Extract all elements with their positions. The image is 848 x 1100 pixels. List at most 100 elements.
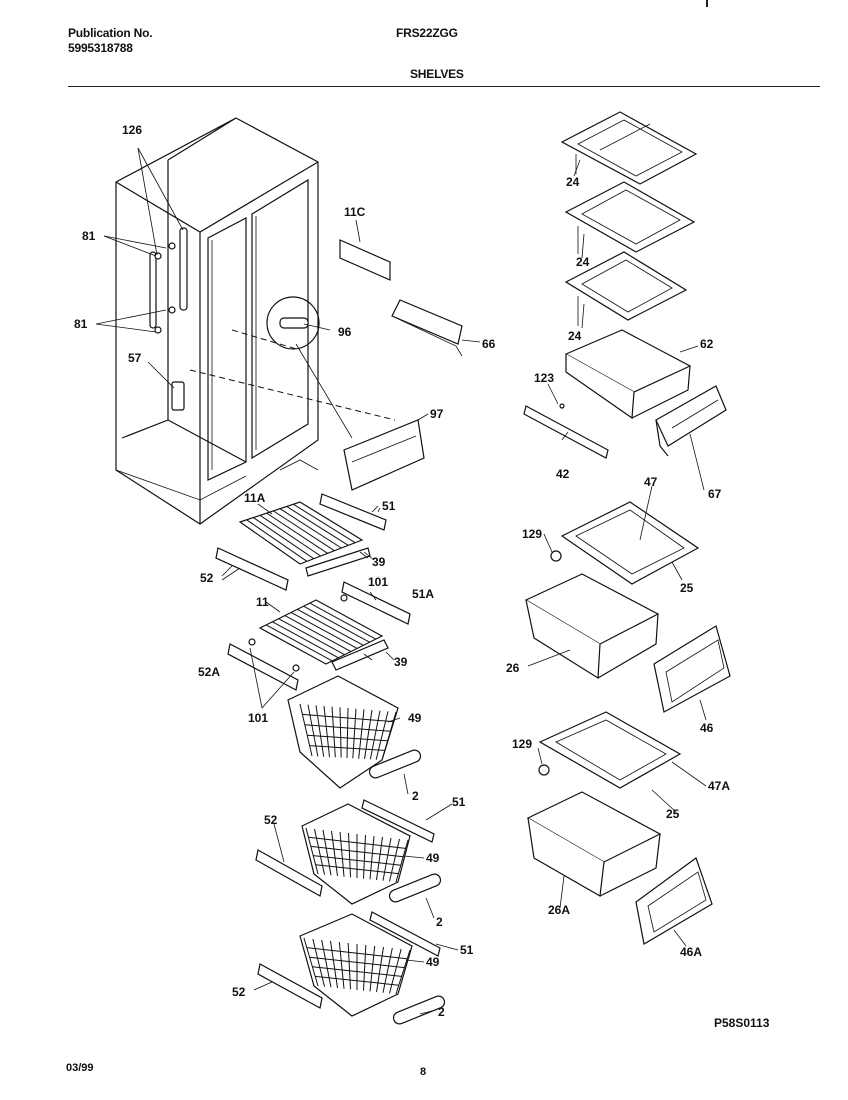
callout-81-upper: 81	[82, 229, 96, 243]
wire-line	[376, 946, 384, 993]
wire-line	[313, 855, 401, 866]
wire-line	[253, 517, 315, 560]
callout-97: 97	[430, 407, 444, 421]
callout-2-middle: 2	[436, 915, 443, 929]
wire-line	[266, 512, 328, 554]
callout-46: 46	[700, 721, 714, 735]
leader-lines-right	[527, 159, 707, 947]
wire-line	[312, 966, 402, 977]
callout-2-bottom: 2	[438, 1005, 445, 1019]
wire-line	[348, 832, 351, 878]
rail-52-top	[215, 547, 289, 591]
callout-96: 96	[338, 325, 352, 339]
callout-81-lower: 81	[74, 317, 88, 331]
callout-67: 67	[708, 487, 722, 501]
callout-52-bottom: 52	[232, 985, 246, 999]
callout-24-bottom: 24	[568, 329, 582, 343]
drawer-26	[524, 573, 660, 680]
wire-line	[307, 704, 319, 757]
publication-label: Publication No.	[68, 26, 153, 40]
callout-101-upper: 101	[368, 575, 388, 589]
callout-66: 66	[482, 337, 496, 351]
header-rule	[68, 86, 820, 87]
callout-25-lower: 25	[666, 807, 680, 821]
callout-49-top: 49	[408, 711, 422, 725]
publication-number: 5995318788	[68, 41, 133, 55]
callout-123: 123	[534, 371, 554, 385]
wire-line	[309, 956, 405, 969]
callout-57: 57	[128, 351, 142, 365]
callout-39-lower: 39	[394, 655, 408, 669]
wire-line	[375, 711, 389, 760]
callout-51a: 51A	[412, 587, 434, 601]
wire-line	[315, 975, 399, 986]
callout-25-upper: 25	[680, 581, 694, 595]
callout-2-top: 2	[412, 789, 419, 803]
footer-page-number: 8	[420, 1066, 427, 1078]
callout-11a: 11A	[244, 491, 266, 505]
wire-line	[293, 503, 356, 544]
part-96-detail	[266, 296, 353, 439]
corner-tick	[706, 0, 708, 7]
part-57	[147, 361, 185, 411]
callout-11c: 11C	[344, 205, 366, 219]
wire-line	[352, 708, 357, 759]
crisper-cover-47a	[538, 711, 682, 789]
callout-26a: 26A	[548, 903, 570, 917]
callout-47: 47	[644, 475, 658, 489]
wire-line	[310, 845, 404, 858]
part-97	[343, 413, 429, 491]
basket-49-bottom	[299, 913, 413, 1017]
wire-line	[322, 829, 332, 876]
rail-52a	[227, 638, 300, 709]
shelf-11	[258, 599, 395, 671]
wire-line	[272, 621, 339, 659]
callout-129-upper: 129	[522, 527, 542, 541]
cabinet-drawing	[115, 117, 396, 525]
callout-26: 26	[506, 661, 520, 675]
wire-line	[306, 947, 408, 960]
wire-line	[315, 864, 399, 875]
section-title: SHELVES	[410, 67, 464, 81]
wire-line	[339, 707, 342, 758]
basket-49-middle	[301, 803, 411, 905]
callout-labels: 126 81 81 57 11C 96 66 97 11A 51 39 52 1…	[74, 123, 730, 1019]
shelf-11a	[238, 501, 375, 577]
callout-51-bottom: 51	[460, 943, 474, 957]
wire-line	[299, 703, 313, 757]
wire-line	[308, 836, 406, 849]
drawer-26a	[526, 791, 662, 897]
model-number: FRS22ZGG	[396, 26, 458, 40]
basket-49-top	[287, 675, 399, 789]
callout-46a: 46A	[680, 945, 702, 959]
wire-line	[315, 705, 325, 757]
callout-129-lower: 129	[512, 737, 532, 751]
wire-line	[309, 602, 377, 640]
wire-line	[376, 836, 383, 881]
wire-line	[321, 939, 332, 988]
strip-51-top	[319, 493, 387, 531]
wire-line	[369, 835, 375, 880]
rail-part-126	[95, 147, 188, 334]
shelf-24-set	[560, 111, 698, 326]
wire-line	[331, 706, 336, 758]
wire-line	[304, 724, 391, 732]
callout-52-upper: 52	[200, 571, 214, 585]
callout-39-upper: 39	[372, 555, 386, 569]
callout-11: 11	[256, 595, 269, 609]
wire-line	[259, 514, 321, 557]
wire-line	[265, 624, 333, 662]
callout-126: 126	[122, 123, 142, 137]
wire-line	[323, 705, 330, 758]
wire-line	[278, 618, 345, 656]
part-11c	[339, 219, 391, 281]
handle-2-set	[368, 749, 446, 1025]
wire-line	[312, 938, 325, 987]
leader-lines-left	[221, 503, 459, 1015]
strip-51a	[340, 581, 411, 625]
callout-47a: 47A	[708, 779, 730, 793]
wire-line	[382, 837, 392, 881]
wire-line	[346, 707, 349, 759]
wire-line	[347, 942, 351, 990]
